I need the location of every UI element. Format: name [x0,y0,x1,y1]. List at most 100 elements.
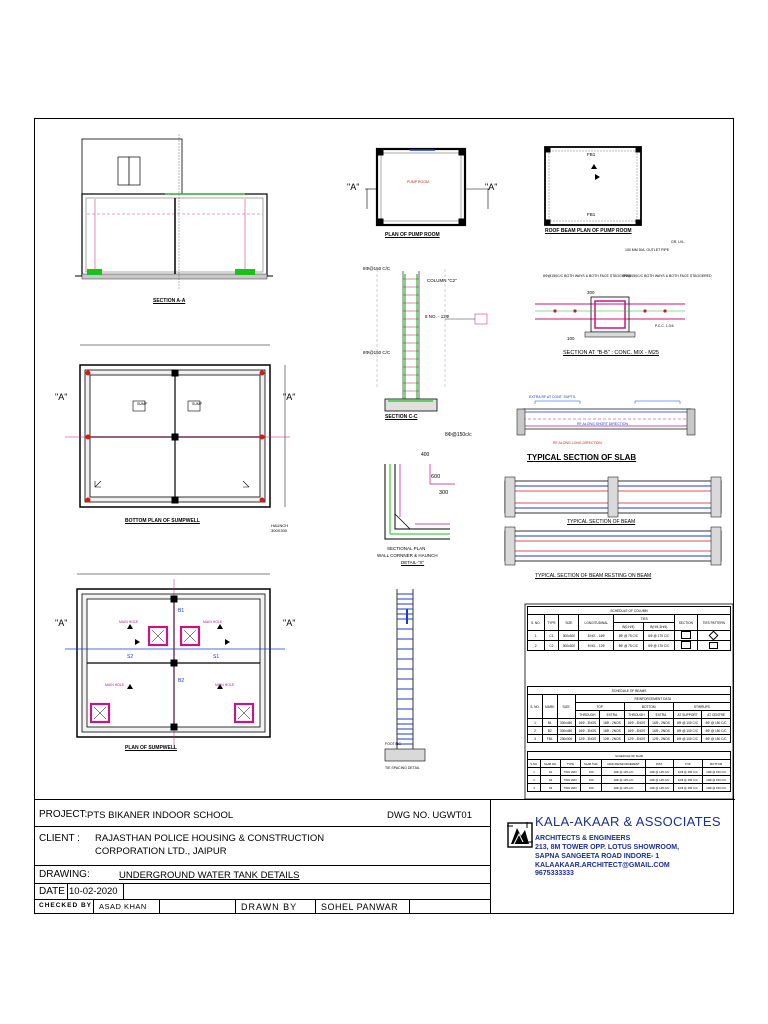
beam-header: BOTTOM [623,702,674,711]
cell: 10Φ @ 150 C/C [701,775,732,784]
client-line-2: CORPORATION LTD., JAIPUR [95,846,227,857]
s1-label-plan: S1 [213,654,220,660]
bottom-plan-sumpwell-drawing [65,344,290,508]
cell: B1 [541,718,558,727]
section-square-icon [674,640,698,651]
cell: C2 [543,640,560,651]
roof-beam-plan-drawing [544,146,642,226]
rf-both-left: 8Φ@150C/C BOTH WAYS & BOTH FACE STAGGERE… [543,274,632,278]
beam-resting-title: TYPICAL SECTION OF BEAM RESTING ON BEAM [535,573,652,579]
slab-schedule-table: SCHEDULE OF SLAB S.NO. SLAB NO. TYPE SLA… [526,751,732,792]
slab-header: BOTTOM [701,759,732,768]
cell: S2 [540,775,561,784]
dim-600: 600 [431,474,441,480]
extra-rf-label: EXTRA RF AT CONT. SUPTS. [529,395,577,399]
col-header: SECTION [674,614,698,631]
beam-resting-drawing [504,526,722,566]
beam-header: S. NO. [527,694,543,719]
cell: 1 [526,767,542,776]
beam-schedule-title: SCHEDULE OF BEAMS [527,686,731,695]
cell: 12Φ - 2NOS [599,734,625,743]
slab-header: SLAB NO. [540,759,561,768]
sump-label-right: SUMP [192,402,203,406]
roof-beam-plan-title: ROOF BEAM PLAN OF PUMP ROOM [545,228,632,234]
section-cc-title: SECTION C-C [385,414,418,420]
typical-beam-title: TYPICAL SECTION OF BEAM [567,519,636,525]
col-header: TYPE [543,614,560,631]
table-row: 1 C1 300x300 8 NO. - 16Φ 8Φ @ 75 C/C 8Φ … [527,630,732,641]
firm-phone: 9675333333 [535,870,574,877]
outlet-label: 100 MM DIA. OUTLET PIPE [625,248,670,252]
haunch-size-label: 300X300 [271,528,288,533]
cell: 16Φ - 2NOS [648,726,674,735]
client-label: CLIENT : [39,833,80,844]
cell: FB1 [541,734,558,743]
cell: 3 [527,734,543,743]
beam-header: TOP [574,702,625,711]
tie-8-label: 8 NO. - 12Φ [425,314,450,319]
plan-sumpwell-title: PLAN OF SUMPWELL [125,745,177,751]
drawing-row: DRAWING: UNDERGROUND WATER TANK DETAILS [35,865,490,884]
drawing-sheet: SECTION A-A PLAN OF PUMP ROOM ROOF BEAM … [34,118,735,914]
cell: 12Φ - 2NOS [648,734,674,743]
col-header: TIES PATTERN [696,614,732,631]
cell: 300x300 [558,630,580,641]
marker-a-bottom-left: "A" [55,392,68,402]
cell: 16Φ - 3NOS [574,726,601,735]
col-header: TIES [613,614,676,623]
col-subheader: B(0-H/4) [613,622,644,631]
cell: 300x300 [558,640,580,651]
column-schedule-table: SCHEDULE OF COLUMN S. NO. TYPE SIZE LONG… [527,606,732,651]
cell: 300x450 [556,726,576,735]
cell: 16Φ - 3NOS [574,718,601,727]
cell: 10Φ @ 150 C/C [673,783,703,792]
plan-sumpwell-drawing [65,573,285,749]
gr-lvl-label: GR. LVL. [671,240,686,244]
cell: 8 NO. - 12Φ [578,640,615,651]
detail-x-label: DETAIL-"X" [401,560,425,565]
cell: B2 [541,726,558,735]
section-cc-drawing [376,269,488,412]
beam-subheader: EXTRA [648,710,674,719]
slab-schedule-title: SCHEDULE OF SLAB [527,751,731,760]
cell: 16Φ - 2NOS [648,718,674,727]
drawing-value: UNDERGROUND WATER TANK DETAILS [119,870,300,881]
cell: 8Φ @ 150 C/C [701,718,731,727]
cell: 3 [526,783,542,792]
slab-header: TOP [673,759,703,768]
section-bb-drawing [535,296,685,338]
client-row: CLIENT : RAJASTHAN POLICE HOUSING & CONS… [35,826,490,866]
bottom-plan-title: BOTTOM PLAN OF SUMPWELL [125,518,200,524]
beam-header: STIRRUPS [672,702,732,711]
firm-logo [507,822,533,848]
cell: 10Φ @ 125 C/C [644,767,675,776]
marker-a-bottom-right: "A" [283,392,296,402]
typical-slab-drawing [516,400,696,436]
cell: 16Φ - 3NOS [623,726,650,735]
date-label: DATE [39,886,65,897]
firm-info: KALA-AKAAR & ASSOCIATES ARCHITECTS & ENG… [535,814,760,877]
cell: 12Φ - 3NOS [623,734,650,743]
beam-subheader: AT SUPPORT [672,710,703,719]
cell: 8Φ @ 100 C/C [672,726,703,735]
beam-header: SIZE [556,694,576,719]
main-hole-label-4: MAIN HOLE [215,683,235,687]
cell: C1 [543,630,560,641]
b1-label-plan: B1 [178,608,185,614]
rf-long-label: RF ALONG LONG DIRECTION [553,441,602,445]
col-header: S. NO. [527,614,545,631]
cell: TWO WAY [559,775,581,784]
cell: 10Φ @ 125 C/C [644,775,675,784]
cell: TWO WAY [559,767,581,776]
cell: 10Φ @ 125 C/C [644,783,675,792]
client-line-1: RAJASTHAN POLICE HOUSING & CONSTRUCTION [95,833,325,844]
pump-room-label: PUMP ROOM [407,180,429,184]
cell: 150 [579,783,603,792]
date-row: DATE 10-02-2020 [35,883,490,900]
title-block-info: PROJECT: PTS BIKANER INDOOR SCHOOL DWG N… [35,800,491,914]
main-hole-label-2: MAIN HOLE [203,620,223,624]
sectional-plan-label: SECTIONAL PLAN [387,546,426,551]
